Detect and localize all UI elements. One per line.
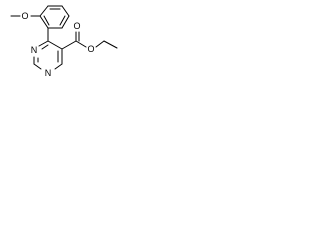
atom-label-ring-nitrogen-lower: N bbox=[45, 68, 52, 78]
bond bbox=[61, 40, 77, 50]
bond-inner bbox=[43, 15, 50, 26]
atom-label-carbonyl-oxygen: O bbox=[73, 21, 80, 31]
atom-label-ring-nitrogen-upper: N bbox=[31, 45, 38, 55]
bond bbox=[39, 5, 49, 17]
bond bbox=[95, 40, 105, 48]
bond-inner bbox=[41, 44, 49, 50]
bond bbox=[61, 5, 70, 17]
bond bbox=[39, 15, 49, 29]
structure-canvas: O N N O O bbox=[0, 0, 122, 108]
atom-label-ester-oxygen: O bbox=[87, 44, 94, 54]
bond bbox=[38, 40, 49, 47]
bond bbox=[103, 40, 118, 49]
bond bbox=[75, 40, 87, 48]
molecule-diagram: O N N O O bbox=[10, 5, 118, 78]
pyrimidine-ring: N N bbox=[31, 40, 63, 78]
atom-label-methoxy-oxygen: O bbox=[21, 11, 28, 21]
benzene-ring bbox=[39, 5, 70, 29]
bond bbox=[61, 15, 70, 29]
bond bbox=[54, 63, 63, 70]
bond bbox=[47, 40, 63, 50]
bond bbox=[33, 63, 42, 70]
bond-inner bbox=[59, 15, 66, 26]
ethyl-ester-group: O O bbox=[61, 21, 118, 54]
methoxy-group: O bbox=[10, 11, 41, 21]
